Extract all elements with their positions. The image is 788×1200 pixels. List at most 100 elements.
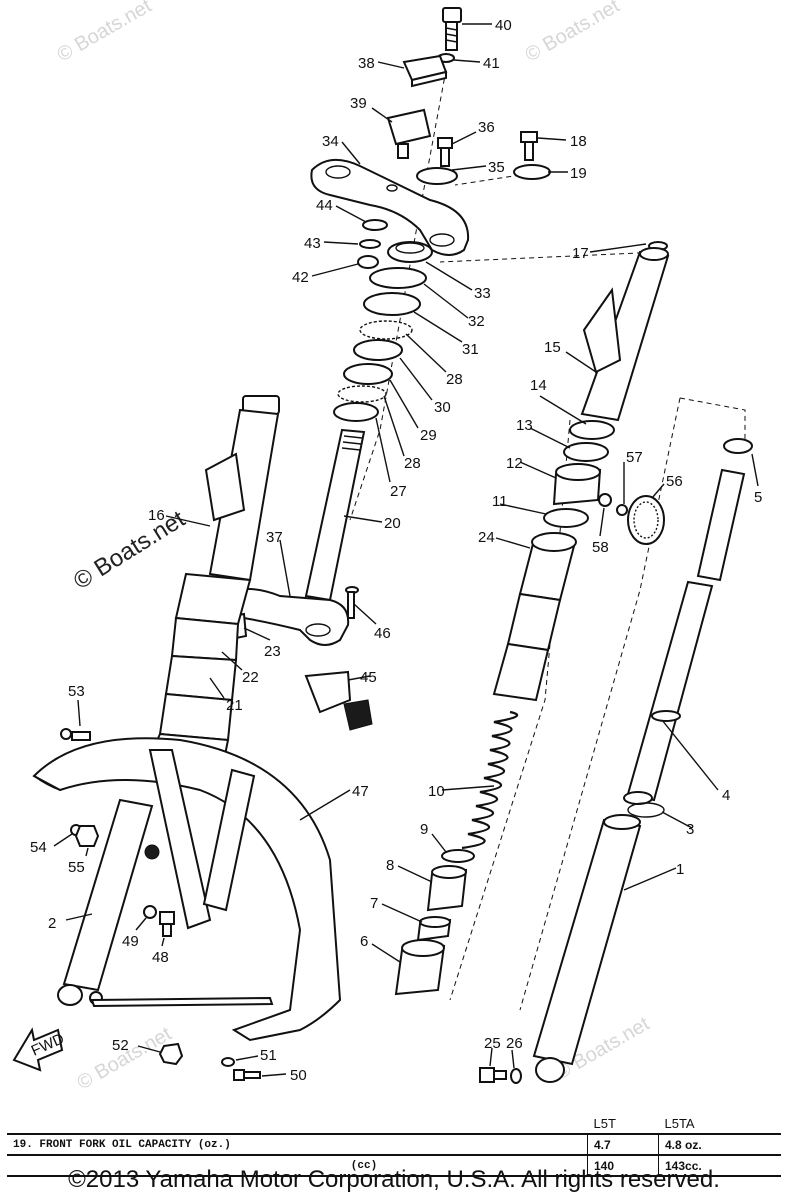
cylinder-6 <box>394 939 446 996</box>
callout-19: 19 <box>570 165 587 182</box>
callout-30: 30 <box>434 399 451 416</box>
cone-race-31 <box>363 292 421 316</box>
callout-1: 1 <box>676 861 684 878</box>
washer-13 <box>563 442 609 462</box>
ball-race-30 <box>353 339 403 361</box>
washer-19 <box>513 164 551 180</box>
callout-8: 8 <box>386 857 394 874</box>
callout-27: 27 <box>390 483 407 500</box>
callout-36: 36 <box>478 119 495 136</box>
inner-tube-4 <box>623 468 746 805</box>
nut-55 <box>74 825 100 847</box>
circlip-3 <box>627 802 665 818</box>
callout-9: 9 <box>420 821 428 838</box>
steering-lock-45 <box>304 670 373 731</box>
callout-57: 57 <box>626 449 643 466</box>
callout-16: 16 <box>148 507 165 524</box>
handlebar-holder-upper-38 <box>402 54 448 88</box>
callout-numbers: 40 41 38 39 36 18 35 19 34 44 43 42 17 3… <box>30 17 762 1084</box>
callout-2: 2 <box>48 915 56 932</box>
watermark: © Boats.net <box>69 505 190 595</box>
callout-53: 53 <box>68 683 85 700</box>
callout-44: 44 <box>316 197 333 214</box>
callout-13: 13 <box>516 417 533 434</box>
callout-23: 23 <box>264 643 281 660</box>
callout-6: 6 <box>360 933 368 950</box>
bolt-50 <box>233 1069 261 1081</box>
callout-38: 38 <box>358 55 375 72</box>
value-l5t: 140 <box>587 1154 659 1177</box>
washer-49 <box>143 905 157 919</box>
fwd-arrow: FWD <box>12 1027 67 1072</box>
spring-10 <box>461 710 519 850</box>
assembly-axis-line <box>679 397 746 440</box>
washer-35 <box>416 167 458 185</box>
callout-39: 39 <box>350 95 367 112</box>
callout-11: 11 <box>492 493 508 510</box>
callout-25: 25 <box>484 1035 501 1052</box>
callout-24: 24 <box>478 529 495 546</box>
value-l5ta: 4.8 oz. <box>658 1133 781 1156</box>
callout-37: 37 <box>266 529 283 546</box>
bolt-25 <box>479 1067 507 1083</box>
outer-tube-1 <box>532 814 642 1083</box>
callout-28: 28 <box>404 455 421 472</box>
cover-56 <box>627 495 665 545</box>
ball-race-29 <box>343 363 393 385</box>
washer-9 <box>441 849 475 863</box>
handlebar-holder-lower-39 <box>386 108 432 159</box>
callout-leaders <box>53 23 759 1077</box>
copyright-notice: ©2013 Yamaha Motor Corporation, U.S.A. A… <box>68 1166 720 1193</box>
assembly-axis-line <box>449 419 571 1001</box>
washer-26 <box>510 1068 522 1084</box>
guide-12 <box>552 463 602 506</box>
callout-56: 56 <box>666 473 683 490</box>
callout-20: 20 <box>384 515 401 532</box>
assembly-axis-line <box>439 251 661 263</box>
bolt-40 <box>442 7 462 51</box>
callout-29: 29 <box>420 427 437 444</box>
callout-47: 47 <box>352 783 369 800</box>
washer-57 <box>616 504 628 516</box>
callout-40: 40 <box>495 17 512 34</box>
table-row: (cc) 140 143cc. <box>7 1154 781 1177</box>
row-label: 19. FRONT FORK OIL CAPACITY (oz.) <box>7 1133 588 1156</box>
outer-tube-2 <box>57 798 154 1006</box>
ball-bearing-28 <box>359 320 413 340</box>
callout-45: 45 <box>360 669 377 686</box>
dust-boot-24 <box>492 532 577 702</box>
cap-5 <box>723 438 753 454</box>
callout-22: 22 <box>242 669 259 686</box>
callout-28: 28 <box>446 371 463 388</box>
callout-7: 7 <box>370 895 378 912</box>
callout-50: 50 <box>290 1067 307 1084</box>
bolt-48 <box>159 911 175 937</box>
front-fender-47 <box>32 737 342 1042</box>
collar-7 <box>416 916 452 942</box>
callout-34: 34 <box>322 133 339 150</box>
bolt-46 <box>345 586 359 619</box>
callout-55: 55 <box>68 859 85 876</box>
callout-58: 58 <box>592 539 609 556</box>
callout-10: 10 <box>428 783 445 800</box>
callout-48: 48 <box>152 949 169 966</box>
bolt-36 <box>437 137 453 167</box>
left-fork-assembly-16 <box>148 395 280 762</box>
bolt-58 <box>598 493 612 507</box>
callout-4: 4 <box>722 787 730 804</box>
callout-35: 35 <box>488 159 505 176</box>
callout-3: 3 <box>686 821 694 838</box>
nut-52 <box>158 1042 184 1066</box>
callout-52: 52 <box>112 1037 129 1054</box>
cone-race-27 <box>333 402 379 422</box>
washer-51 <box>221 1057 235 1067</box>
callout-18: 18 <box>570 133 587 150</box>
callout-15: 15 <box>544 339 561 356</box>
row-label: (cc) <box>7 1154 588 1177</box>
seal-11 <box>543 508 589 528</box>
washer-43 <box>359 239 381 249</box>
cover-32 <box>369 267 427 289</box>
callout-49: 49 <box>122 933 139 950</box>
watermark: © Boats.net <box>522 0 624 66</box>
callout-26: 26 <box>506 1035 523 1052</box>
